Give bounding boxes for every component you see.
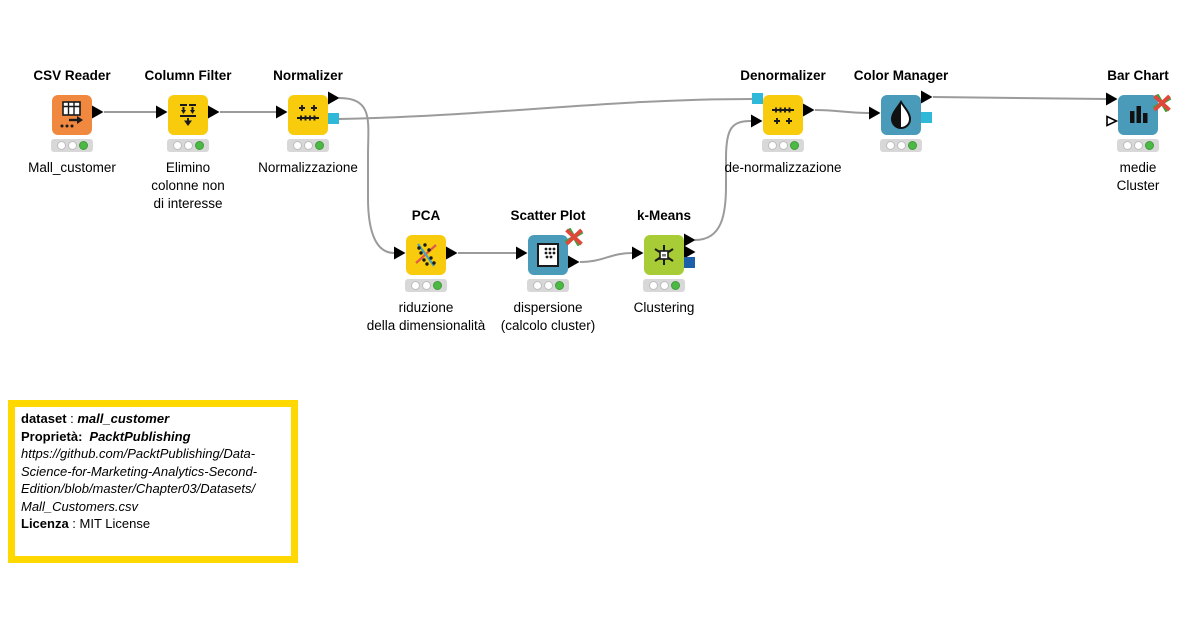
node-bar-chart[interactable]: Bar Chart medie Cluster bbox=[1106, 68, 1172, 193]
wire-kmeans-to-denormalizer[interactable] bbox=[694, 120, 752, 241]
input-port[interactable] bbox=[869, 106, 881, 120]
output-port[interactable] bbox=[208, 105, 220, 119]
wire-denormalizer-to-color-manager[interactable] bbox=[814, 109, 870, 114]
node-scatter-plot[interactable]: Scatter Plot dispersione (calcolo cluste… bbox=[501, 208, 596, 333]
status-traffic-light bbox=[51, 139, 93, 152]
node-kmeans[interactable]: k-Means Clustering bbox=[632, 208, 696, 315]
node-title: Normalizer bbox=[273, 68, 343, 83]
node-denormalizer[interactable]: Denormalizer de-normalizzazione bbox=[724, 68, 841, 175]
node-label: Normalizzazione bbox=[258, 160, 358, 175]
output-port[interactable] bbox=[921, 90, 933, 104]
bar-chart-icon bbox=[1118, 95, 1158, 135]
node-csv-reader[interactable]: CSV Reader Mall_customer bbox=[28, 68, 116, 175]
annotation-line-property: Proprietà:PacktPublishing bbox=[21, 428, 191, 444]
node-title: Denormalizer bbox=[740, 68, 826, 83]
node-column-filter[interactable]: Column Filter Elimino colonne non di int… bbox=[145, 68, 232, 211]
input-port[interactable] bbox=[1106, 92, 1118, 106]
input-port[interactable] bbox=[156, 105, 168, 119]
node-title: PCA bbox=[411, 208, 441, 223]
model-input-port[interactable] bbox=[752, 93, 763, 104]
annotation-url-line: Edition/blob/master/Chapter03/Datasets/ bbox=[21, 481, 256, 496]
column-filter-arrows-icon bbox=[168, 95, 208, 135]
model-output-port[interactable] bbox=[328, 113, 339, 124]
node-pca[interactable]: PCA riduzione della dimensionalità bbox=[367, 208, 486, 333]
node-title: Column Filter bbox=[144, 68, 232, 83]
pca-scatter-icon bbox=[406, 235, 446, 275]
status-traffic-light bbox=[405, 279, 447, 292]
status-traffic-light bbox=[643, 279, 685, 292]
node-title: Color Manager bbox=[853, 68, 949, 83]
input-port[interactable] bbox=[516, 246, 528, 260]
annotation-url-line: Mall_Customers.csv bbox=[21, 498, 139, 514]
error-x-icon bbox=[1152, 94, 1172, 112]
node-normalizer[interactable]: Normalizer Normalizzazione bbox=[258, 68, 358, 175]
wire-normalizer-to-pca[interactable] bbox=[338, 97, 395, 254]
input-port[interactable] bbox=[276, 105, 288, 119]
node-label: dispersione (calcolo cluster) bbox=[500, 300, 596, 333]
output-port[interactable] bbox=[684, 233, 696, 247]
node-title: k-Means bbox=[636, 208, 692, 223]
output-port[interactable] bbox=[803, 103, 815, 117]
output-port[interactable] bbox=[328, 91, 340, 105]
node-title: Bar Chart bbox=[1107, 68, 1169, 83]
output-port[interactable] bbox=[92, 105, 104, 119]
wire-normalizer-model-to-denormalizer[interactable] bbox=[338, 98, 753, 120]
denormalizer-axis-icon bbox=[763, 95, 803, 135]
status-traffic-light bbox=[880, 139, 922, 152]
annotation-url-line: Science-for-Marketing-Analytics-Second- bbox=[21, 463, 258, 479]
status-traffic-light bbox=[762, 139, 804, 152]
output-port[interactable] bbox=[684, 245, 696, 259]
annotation-line-dataset: dataset : mall_customer bbox=[21, 411, 170, 426]
input-port[interactable] bbox=[394, 246, 406, 260]
model-output-port[interactable] bbox=[921, 112, 932, 123]
output-port[interactable] bbox=[446, 246, 458, 260]
error-x-icon bbox=[564, 228, 584, 246]
workflow-annotation[interactable]: dataset : mall_customer Proprietà:PacktP… bbox=[8, 400, 298, 563]
optional-input-port[interactable] bbox=[1106, 114, 1118, 128]
normalizer-axis-icon bbox=[288, 95, 328, 135]
node-title: Scatter Plot bbox=[510, 208, 586, 223]
status-traffic-light bbox=[527, 279, 569, 292]
annotation-url-line: https://github.com/PacktPublishing/Data- bbox=[21, 446, 256, 461]
kmeans-cluster-icon bbox=[644, 235, 684, 275]
csv-reader-table-icon bbox=[52, 95, 92, 135]
status-traffic-light bbox=[1117, 139, 1159, 152]
scatter-plot-icon bbox=[528, 235, 568, 275]
wire-scatter-plot-to-kmeans[interactable] bbox=[579, 252, 633, 263]
node-label: Mall_customer bbox=[28, 160, 116, 175]
annotation-line-license: Licenza : MIT License bbox=[21, 516, 151, 531]
node-label: medie Cluster bbox=[1116, 160, 1160, 193]
node-title: CSV Reader bbox=[33, 68, 111, 83]
input-port[interactable] bbox=[751, 114, 763, 128]
status-traffic-light bbox=[167, 139, 209, 152]
wire-color-manager-to-bar-chart[interactable] bbox=[932, 96, 1107, 100]
color-manager-droplet-icon bbox=[881, 95, 921, 135]
node-label: de-normalizzazione bbox=[724, 160, 842, 175]
output-port[interactable] bbox=[568, 255, 580, 269]
cluster-model-output-port[interactable] bbox=[684, 257, 695, 268]
node-label: Elimino colonne non di interesse bbox=[151, 160, 225, 211]
node-label: Clustering bbox=[633, 300, 695, 315]
node-color-manager[interactable]: Color Manager bbox=[854, 68, 948, 152]
node-label: riduzione della dimensionalità bbox=[366, 300, 486, 333]
input-port[interactable] bbox=[632, 246, 644, 260]
status-traffic-light bbox=[287, 139, 329, 152]
